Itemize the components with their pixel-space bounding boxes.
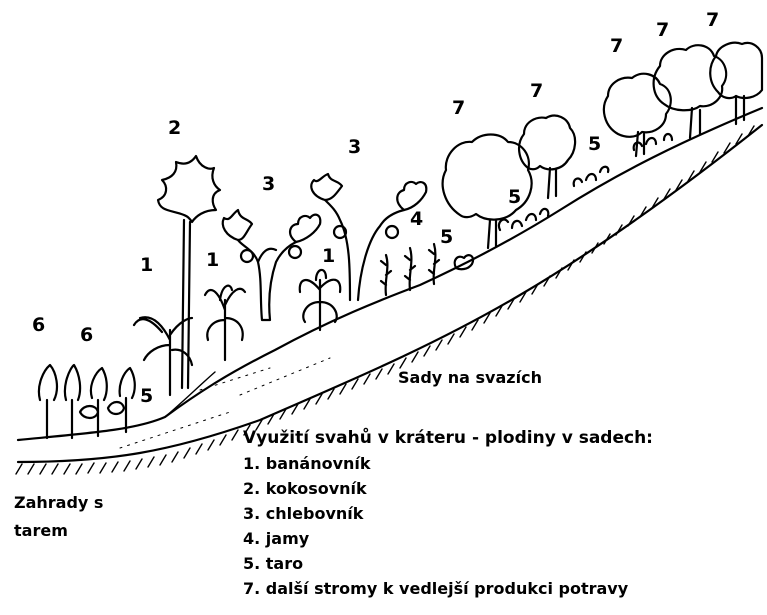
- orchard-tree: [488, 220, 496, 248]
- orchard-tree-crown: [710, 43, 762, 98]
- breadfruit-leaf: [311, 174, 342, 200]
- taro-plant: [65, 365, 80, 438]
- taro-plant: [39, 365, 57, 438]
- breadfruit: [386, 226, 398, 238]
- marker-other-tree: 7: [656, 19, 669, 41]
- marker-other-tree: 7: [452, 97, 465, 119]
- yam-vine: [405, 248, 415, 290]
- breadfruit-tree: [325, 200, 404, 300]
- marker-breadfruit: 3: [262, 173, 275, 195]
- taro-plant: [120, 368, 135, 432]
- orchard-tree: [548, 168, 556, 198]
- marker-taro: 5: [588, 133, 601, 155]
- orchard-tree: [690, 108, 700, 138]
- marker-other-tree: 7: [610, 35, 623, 57]
- coconut-palm-crown: [158, 156, 220, 222]
- marker-taro: 5: [440, 226, 453, 248]
- breadfruit: [289, 246, 301, 258]
- legend-item: 2. kokosovník: [243, 476, 653, 501]
- marker-banana: 1: [206, 249, 219, 271]
- terrace-line: [165, 372, 215, 417]
- breadfruit: [241, 250, 253, 262]
- breadfruit-leaf: [290, 215, 320, 242]
- gardens-label-line: Zahrady s: [14, 489, 103, 517]
- yam-vine: [381, 255, 391, 295]
- breadfruit-tree: [238, 240, 296, 320]
- marker-other-tree: 7: [530, 80, 543, 102]
- orchard-tree: [736, 96, 744, 124]
- marker-banana: 1: [140, 254, 153, 276]
- legend-item: 7. další stromy k vedlejší produkci potr…: [243, 576, 653, 601]
- marker-taro-garden: 6: [80, 324, 93, 346]
- orchard-tree-crown: [604, 74, 671, 137]
- orchards-on-slopes-label: Sady na svazích: [398, 365, 542, 390]
- breadfruit-leaf: [223, 210, 252, 240]
- marker-coconut: 2: [168, 117, 181, 139]
- legend-item: 1. banánovník: [243, 451, 653, 476]
- marker-breadfruit: 3: [348, 136, 361, 158]
- coconut-palm: [182, 220, 190, 388]
- legend-item: 3. chlebovník: [243, 501, 653, 526]
- taro-plant: [634, 134, 672, 150]
- gardens-label: Zahrady s tarem: [14, 489, 103, 545]
- terrace-line: [240, 358, 330, 395]
- marker-taro: 5: [508, 186, 521, 208]
- marker-banana: 1: [322, 245, 335, 267]
- gardens-label-line: tarem: [14, 517, 103, 545]
- banana-plant: [205, 286, 245, 360]
- marker-other-tree: 7: [706, 9, 719, 31]
- terrace-line: [120, 412, 230, 448]
- legend-title: Využití svahů v kráteru - plodiny v sade…: [243, 426, 653, 451]
- breadfruit-leaf: [397, 182, 426, 210]
- marker-yam: 4: [410, 208, 423, 230]
- marker-taro: 5: [140, 385, 153, 407]
- ground-base-line: [18, 125, 762, 462]
- marker-taro-garden: 6: [32, 314, 45, 336]
- taro-plant: [80, 402, 124, 418]
- legend-item: 5. taro: [243, 551, 653, 576]
- ground-surface-line: [18, 108, 762, 440]
- legend-item: 4. jamy: [243, 526, 653, 551]
- taro-plant: [499, 209, 548, 230]
- legend: Využití svahů v kráteru - plodiny v sade…: [243, 426, 653, 601]
- orchard-tree-crown: [519, 116, 575, 170]
- taro-plant: [91, 368, 107, 436]
